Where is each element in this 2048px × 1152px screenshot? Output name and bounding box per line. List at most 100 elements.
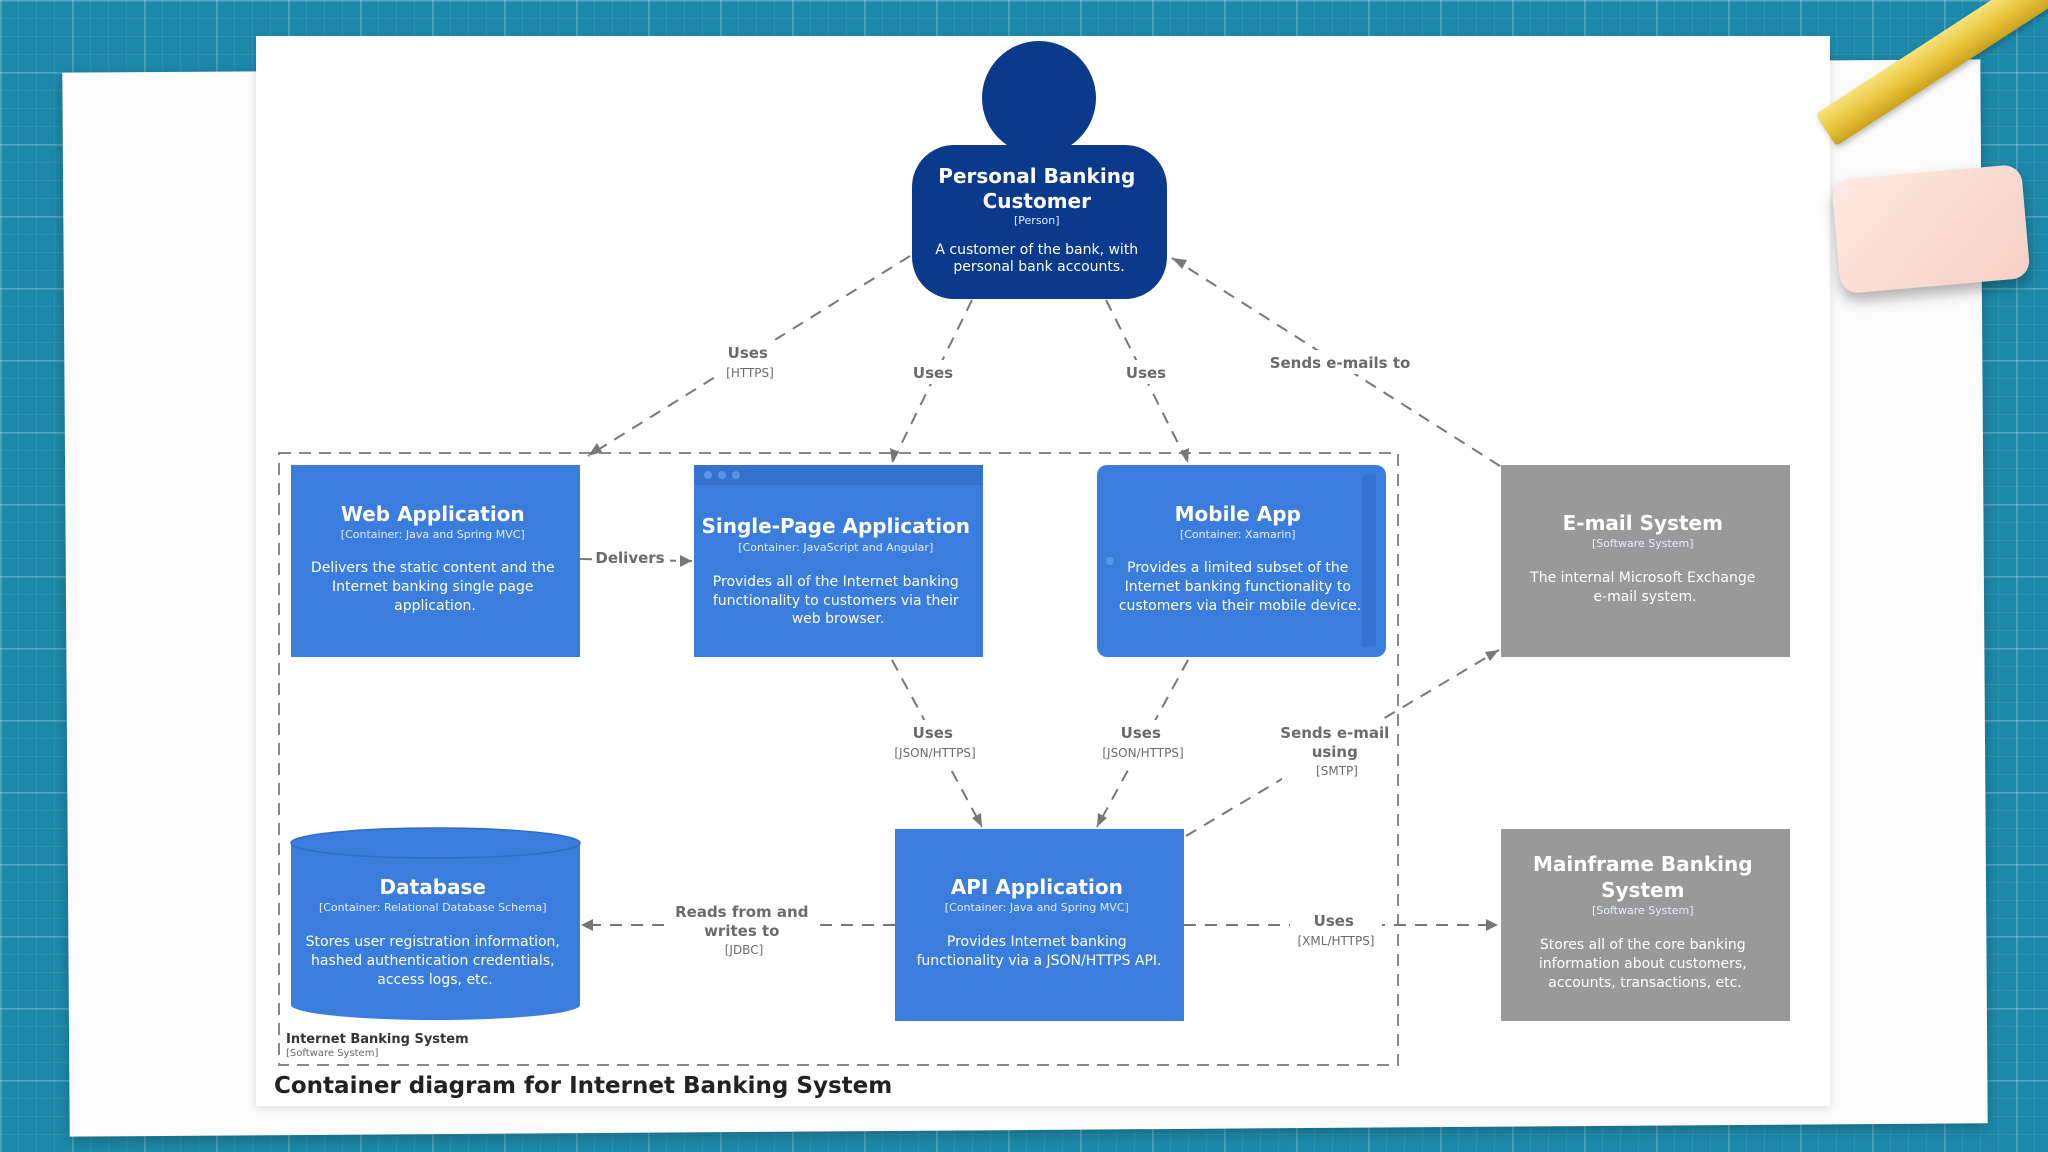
node-title-line: API Application	[951, 875, 1123, 899]
edge-label-line: using	[1312, 743, 1358, 761]
node-title-line: Database	[380, 875, 486, 899]
database-rim-shape	[290, 827, 581, 859]
node-desc-line: functionality via a JSON/HTTPS API.	[917, 953, 1162, 969]
arrowhead-cust-web	[588, 443, 602, 456]
node-type: [Container: Relational Database Schema]	[319, 901, 547, 914]
external-system-box	[1501, 465, 1790, 657]
edge-tech-cust-web: [HTTPS]	[726, 366, 774, 380]
edge-label-line: Uses	[1121, 724, 1161, 742]
node-mainframe-text: Mainframe Banking System [Software Syste…	[1533, 852, 1757, 991]
label-bg-mobile-api	[1098, 720, 1190, 764]
edge-tech-api-mainframe: [XML/HTTPS]	[1298, 934, 1375, 948]
node-desc-line: Provides Internet banking	[947, 934, 1127, 950]
node-desc-line: e-mail system.	[1593, 589, 1696, 605]
node-title-line: System	[1601, 878, 1684, 902]
edge-tech-api-email: [SMTP]	[1316, 764, 1358, 778]
node-web-application[interactable]: Web Application [Container: Java and Spr…	[291, 465, 580, 657]
node-type: [Container: Java and Spring MVC]	[341, 528, 525, 541]
node-title-line: Web Application	[341, 502, 525, 526]
arrowhead-cust-mobile	[1180, 448, 1189, 463]
node-type: [Software System]	[1592, 537, 1694, 550]
node-desc-line: application.	[394, 598, 476, 614]
browser-dot-icon	[704, 471, 712, 479]
node-desc-line: accounts, transactions, etc.	[1548, 975, 1742, 991]
edge-label-api-mainframe: Uses [XML/HTTPS]	[1298, 912, 1375, 948]
node-title-line: Mobile App	[1175, 502, 1301, 526]
edge-label-api-email: Sends e-mail using [SMTP]	[1280, 724, 1393, 778]
database-cylinder-shape	[291, 843, 580, 1020]
node-api-text: API Application [Container: Java and Spr…	[917, 875, 1162, 969]
node-email-system[interactable]: E-mail System [Software System] The inte…	[1501, 465, 1790, 657]
node-desc-line: access logs, etc.	[377, 972, 492, 988]
arrowhead-api-mainframe	[1486, 919, 1498, 931]
container-box	[291, 465, 580, 657]
arrowhead-cust-spa	[890, 448, 899, 463]
edge-web-spa	[579, 558, 693, 562]
external-system-box	[1501, 829, 1790, 1021]
edge-label-line: Sends e-mail	[1280, 724, 1389, 742]
edge-label-line: Uses	[728, 344, 768, 362]
person-body-shape	[912, 145, 1167, 299]
nodes-layer: Personal Banking Customer [Person] A cus…	[290, 41, 1790, 1021]
node-desc-line: Provides a limited subset of the	[1127, 560, 1348, 576]
browser-dot-icon	[732, 471, 740, 479]
label-bg-email-cust	[1265, 350, 1415, 374]
edge-tech-api-db: [JDBC]	[725, 943, 764, 957]
edge-label-api-db: Reads from and writes to [JDBC]	[675, 903, 813, 957]
node-database[interactable]: Database [Container: Relational Database…	[290, 827, 581, 1020]
edge-label-cust-mobile: Uses	[1126, 364, 1166, 382]
person-head-shape	[982, 41, 1096, 155]
node-desc-line: Provides all of the Internet banking	[713, 574, 959, 590]
node-title-line: Personal Banking	[938, 164, 1135, 188]
label-bg-api-email	[1282, 720, 1394, 784]
label-bg-cust-spa	[902, 360, 964, 384]
node-desc-line: A customer of the bank, with	[935, 242, 1138, 258]
container-box	[895, 829, 1184, 1021]
label-bg-cust-mobile	[1115, 360, 1177, 384]
node-web-application-text: Web Application [Container: Java and Spr…	[311, 502, 559, 614]
node-single-page-application[interactable]: Single-Page Application [Container: Java…	[694, 465, 983, 657]
node-type: [Container: Xamarin]	[1180, 528, 1296, 541]
node-type: [Software System]	[1592, 904, 1694, 917]
node-type: [Container: JavaScript and Angular]	[738, 541, 933, 554]
phone-edge-shape	[1362, 475, 1376, 647]
node-customer-text: Personal Banking Customer [Person] A cus…	[935, 164, 1142, 275]
node-api-application[interactable]: API Application [Container: Java and Spr…	[895, 829, 1184, 1021]
node-mobile-app[interactable]: Mobile App [Container: Xamarin] Provides…	[1097, 465, 1386, 657]
node-desc-line: hashed authentication credentials,	[311, 953, 555, 969]
node-title-line: E-mail System	[1563, 511, 1723, 535]
arrowhead-web-spa	[680, 555, 692, 567]
system-boundary	[278, 452, 1399, 1066]
node-type: [Person]	[1014, 214, 1060, 227]
node-spa-text: Single-Page Application [Container: Java…	[701, 514, 974, 627]
edge-api-email	[1185, 649, 1500, 837]
node-desc-line: Internet banking single page	[332, 579, 533, 595]
node-desc-line: functionality to customers via their	[713, 593, 959, 609]
container-box	[694, 465, 983, 657]
boundary-type: [Software System]	[286, 1048, 378, 1059]
edge-tech-spa-api: [JSON/HTTPS]	[894, 746, 975, 760]
edge-label-cust-web: Uses [HTTPS]	[726, 344, 774, 380]
node-desc-line: Stores all of the core banking	[1540, 937, 1746, 953]
arrowhead-mobile-api	[1097, 813, 1107, 827]
label-bg-api-mainframe	[1290, 908, 1382, 952]
node-mainframe-banking-system[interactable]: Mainframe Banking System [Software Syste…	[1501, 829, 1790, 1021]
edge-label-web-spa: Delivers	[595, 549, 664, 567]
edge-label-line: Uses	[1314, 912, 1354, 930]
node-desc-line: web browser.	[792, 611, 885, 627]
edge-label-cust-spa: Uses	[913, 364, 953, 382]
browser-bar-shape	[694, 465, 983, 485]
arrowhead-email-cust	[1172, 258, 1187, 269]
arrowhead-api-email	[1485, 650, 1499, 661]
edge-label-email-cust: Sends e-mails to	[1270, 354, 1411, 372]
label-bg-spa-api	[890, 720, 982, 764]
edge-label-line: writes to	[704, 922, 779, 940]
node-customer[interactable]: Personal Banking Customer [Person] A cus…	[912, 41, 1167, 299]
browser-dot-icon	[718, 471, 726, 479]
edge-label-spa-api: Uses [JSON/HTTPS]	[894, 724, 975, 760]
edge-label-line: Reads from and	[675, 903, 808, 921]
edge-labels-layer: Uses [HTTPS] Uses Uses Sends e-mails to …	[592, 340, 1415, 960]
node-desc-line: The internal Microsoft Exchange	[1529, 570, 1755, 586]
node-desc-line: Delivers the static content and the	[311, 560, 555, 576]
